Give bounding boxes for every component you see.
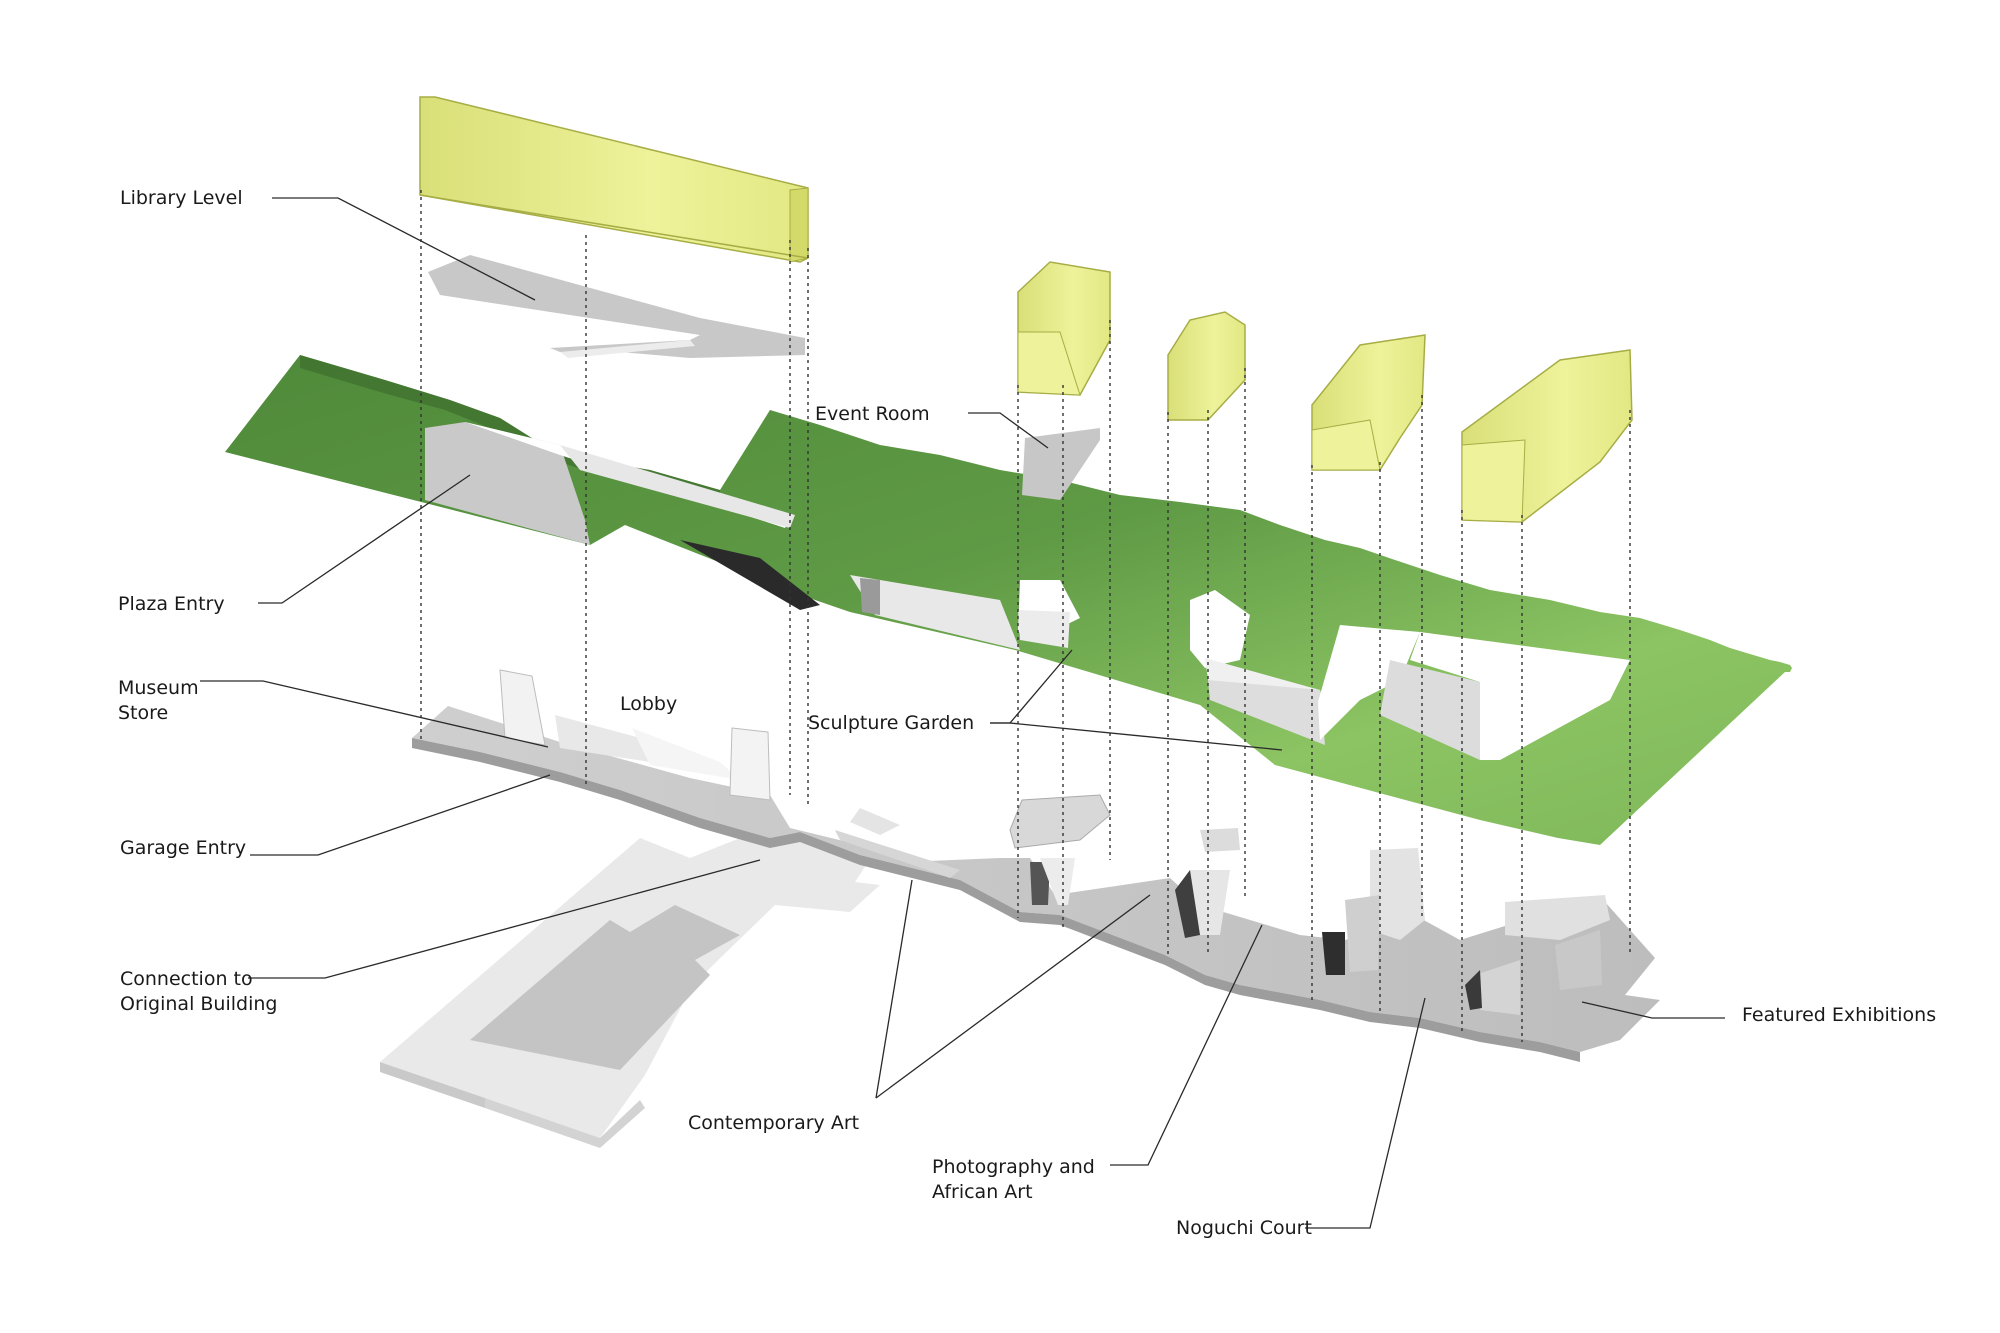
garden-surface (225, 355, 1792, 845)
label-event-room: Event Room (815, 403, 930, 425)
label-lobby: Lobby (620, 693, 678, 715)
original-building (380, 830, 880, 1148)
projection-lines (420, 190, 1631, 1042)
leader-sculpture-right (990, 722, 1283, 751)
pavilion-volume-1 (1017, 261, 1111, 396)
label-connection-line2: Original Building (120, 993, 278, 1015)
leader-lines (200, 197, 1725, 1229)
leader-event-room (968, 412, 1049, 449)
leader-garage-entry (250, 774, 551, 856)
label-connection-line1: Connection to (120, 968, 253, 990)
leader-featured (1581, 1001, 1725, 1019)
leader-photography (1110, 924, 1263, 1166)
label-museum-store-line2: Store (118, 702, 169, 724)
leader-contemporary-left (875, 879, 913, 1099)
ground-floor-slab (412, 669, 1660, 1062)
pavilion-volume-2 (1167, 311, 1246, 421)
label-garage-entry: Garage Entry (120, 837, 247, 859)
leader-museum-store (200, 680, 549, 748)
label-library-level: Library Level (120, 187, 243, 209)
leader-noguchi (1305, 997, 1426, 1229)
label-plaza-entry: Plaza Entry (118, 593, 225, 615)
leader-library-level (272, 197, 536, 301)
pavilion-volume-4 (1461, 349, 1633, 523)
library-volume (419, 96, 809, 263)
label-museum-store-line1: Museum (118, 677, 199, 699)
event-room-slab (1022, 428, 1100, 500)
label-featured-exhibitions: Featured Exhibitions (1742, 1004, 1937, 1026)
label-noguchi-court: Noguchi Court (1176, 1217, 1312, 1239)
original-building-core (470, 905, 740, 1070)
label-contemporary-art: Contemporary Art (688, 1112, 860, 1134)
leader-plaza-entry (258, 474, 471, 604)
label-sculpture-garden: Sculpture Garden (808, 712, 975, 734)
library-level-slab (428, 255, 805, 358)
label-photography-line1: Photography and (932, 1156, 1095, 1178)
leader-connection (248, 859, 761, 979)
label-photography-line2: African Art (932, 1181, 1033, 1203)
leader-contemporary-right (875, 894, 1151, 1099)
pavilion-volume-3 (1311, 334, 1426, 471)
